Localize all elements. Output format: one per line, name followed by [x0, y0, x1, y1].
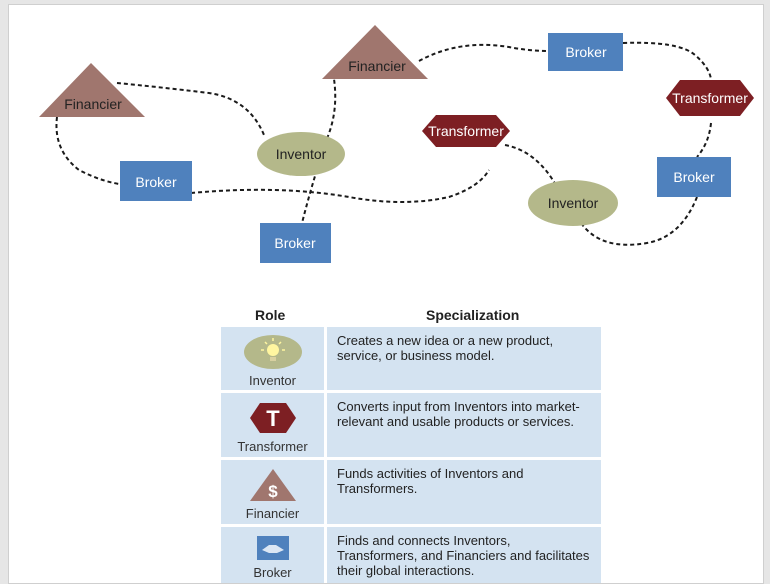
role-name: Broker — [253, 565, 292, 580]
transformer-label-2: Transformer — [672, 90, 748, 106]
transformer-hexagon-1 — [422, 115, 510, 147]
role-name: Transformer — [237, 439, 308, 454]
inventor-label-2: Inventor — [548, 195, 599, 211]
broker-label-2: Broker — [274, 235, 316, 251]
link-financier1-inventor1 — [116, 82, 265, 136]
financier-triangle-2 — [322, 25, 428, 79]
broker-label-1: Broker — [135, 174, 177, 190]
inventor-label-1: Inventor — [276, 146, 327, 162]
role-cell: T Transformer — [221, 393, 327, 457]
table-row-transformer: T Transformer Converts input from Invent… — [221, 393, 601, 457]
financier-triangle-1 — [39, 63, 145, 117]
broker-label-4: Broker — [673, 169, 715, 185]
broker-box-4 — [657, 157, 731, 197]
table-row-inventor: Inventor Creates a new idea or a new pro… — [221, 327, 601, 390]
handshake-icon — [256, 536, 289, 560]
link-transformer2-broker4 — [696, 122, 712, 158]
svg-text:$: $ — [268, 482, 278, 501]
figure-frame: Financier Financier Broker Broker Broker… — [8, 4, 764, 584]
header-role: Role — [255, 307, 286, 323]
transformer-t-icon: T — [249, 403, 296, 433]
svg-text:T: T — [266, 406, 280, 431]
broker-box-1 — [120, 161, 192, 201]
financier-label-2: Financier — [348, 58, 406, 74]
link-broker1-transformer1 — [190, 169, 490, 203]
financier-label-1: Financier — [64, 96, 122, 112]
table-row-broker: Broker Finds and connects Inventors, Tra… — [221, 527, 601, 583]
role-cell: $ Financier — [221, 460, 327, 524]
transformer-hexagon-2 — [666, 80, 754, 116]
specialization-text: Finds and connects Inventors, Transforme… — [337, 533, 590, 578]
role-cell: Broker — [221, 527, 327, 583]
network-diagram: Financier Financier Broker Broker Broker… — [39, 25, 754, 263]
link-financier2-broker3 — [418, 43, 550, 62]
table-header: Role Specialization — [221, 303, 601, 327]
link-broker4-inventor2 — [580, 196, 698, 246]
transformer-label-1: Transformer — [428, 123, 504, 139]
specialization-text: Converts input from Inventors into marke… — [337, 399, 580, 429]
link-transformer1-inventor2 — [504, 144, 558, 188]
roles-table: Role Specialization Inventor Creates a n… — [221, 303, 601, 583]
link-inventor1-financier2 — [323, 78, 337, 146]
broker-label-3: Broker — [565, 44, 607, 60]
inventor-ellipse-1 — [257, 132, 345, 176]
role-name: Financier — [245, 506, 300, 521]
broker-box-2 — [260, 223, 331, 263]
specialization-text: Creates a new idea or a new product, ser… — [337, 333, 554, 363]
lightbulb-icon — [243, 335, 302, 369]
specialization-text: Funds activities of Inventors and Transf… — [337, 466, 524, 496]
link-financier1-broker1 — [55, 116, 128, 186]
dollar-triangle-icon: $ — [249, 469, 296, 501]
header-specialization: Specialization — [426, 307, 520, 323]
role-name: Inventor — [249, 373, 296, 388]
role-cell: Inventor — [221, 327, 327, 390]
inventor-ellipse-2 — [528, 180, 618, 226]
table-row-financier: $ Financier Funds activities of Inventor… — [221, 460, 601, 524]
connector-lines — [55, 41, 712, 246]
broker-box-3 — [548, 33, 623, 71]
link-broker3-transformer2 — [622, 41, 712, 80]
